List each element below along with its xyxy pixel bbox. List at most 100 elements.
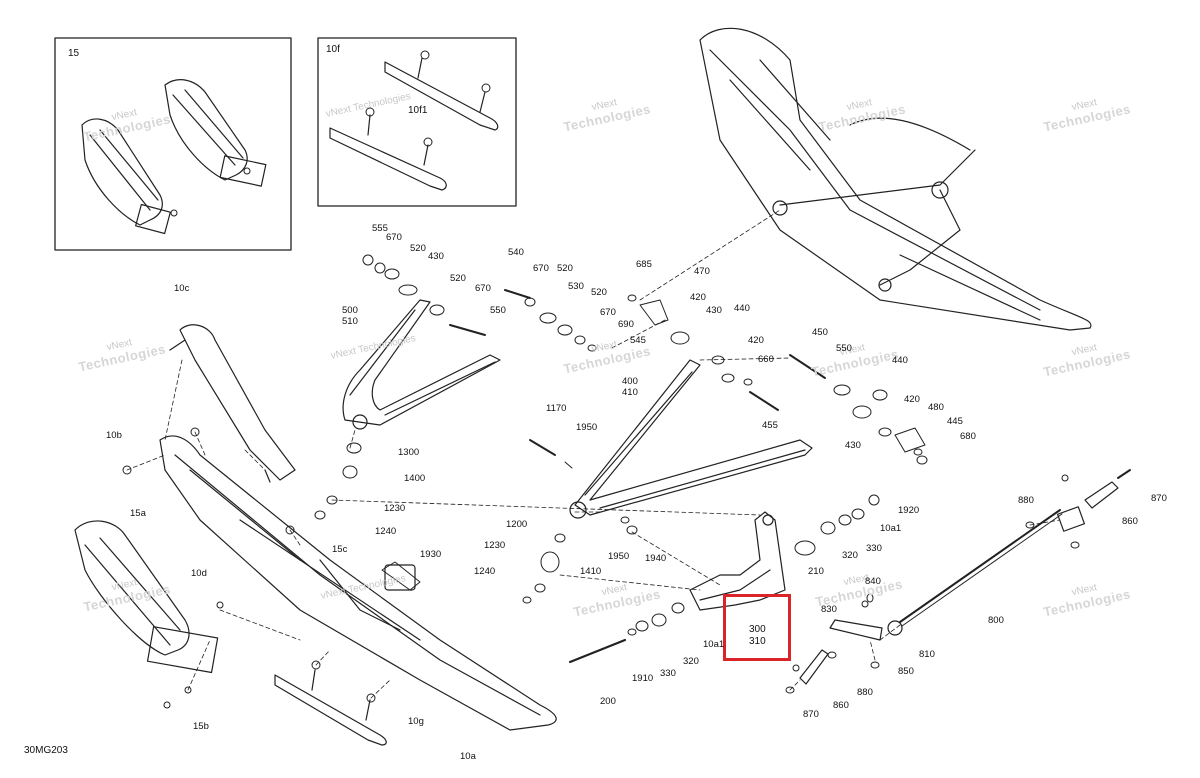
spindle-arm-10c [169, 324, 296, 483]
part-label[interactable]: 555 [372, 223, 388, 234]
part-label[interactable]: 1910 [632, 673, 654, 684]
part-label[interactable]: 680 [960, 431, 976, 442]
part-label[interactable]: 880 [857, 687, 873, 698]
inset-15-label: 15 [68, 48, 80, 59]
part-label[interactable]: 1410 [580, 566, 602, 577]
part-label[interactable]: 420 [748, 335, 764, 346]
part-label-300[interactable]: 300 [749, 624, 766, 635]
part-label[interactable]: 1300 [398, 447, 420, 458]
part-label[interactable]: 1920 [898, 505, 920, 516]
part-label[interactable]: 450 [812, 327, 828, 338]
part-label[interactable]: 320 [842, 550, 858, 561]
part-label[interactable]: 440 [892, 355, 908, 366]
part-label[interactable]: 510 [342, 316, 358, 327]
spindle-bracket-300 [689, 511, 786, 611]
part-label[interactable]: 445 [947, 416, 963, 427]
ski-10a [159, 435, 557, 731]
part-label[interactable]: 670 [386, 232, 402, 243]
part-label[interactable]: 850 [898, 666, 914, 677]
part-label[interactable]: 10b [106, 430, 122, 441]
part-label[interactable]: 520 [557, 263, 573, 274]
ski-guard-15a [74, 520, 219, 674]
part-label[interactable]: 430 [845, 440, 861, 451]
part-label[interactable]: 1950 [576, 422, 598, 433]
part-label[interactable]: 420 [904, 394, 920, 405]
part-label[interactable]: 1230 [484, 540, 506, 551]
part-label-310[interactable]: 310 [749, 636, 766, 647]
part-label[interactable]: 520 [591, 287, 607, 298]
part-label[interactable]: 210 [808, 566, 824, 577]
part-label[interactable]: 430 [706, 305, 722, 316]
part-label[interactable]: 1400 [404, 473, 426, 484]
part-label[interactable]: 470 [694, 266, 710, 277]
part-label[interactable]: 15b [193, 721, 209, 732]
part-label[interactable]: 520 [450, 273, 466, 284]
part-label[interactable]: 10d [191, 568, 207, 579]
part-label[interactable]: 870 [803, 709, 819, 720]
guide-lines [126, 209, 1061, 699]
part-label[interactable]: 1230 [384, 503, 406, 514]
part-label[interactable]: 860 [833, 700, 849, 711]
inset-15-ski-guard-1 [81, 118, 171, 235]
part-label[interactable]: 520 [410, 243, 426, 254]
part-label[interactable]: 550 [490, 305, 506, 316]
highlight-box[interactable] [723, 594, 791, 661]
part-label[interactable]: 10a [460, 751, 476, 762]
lower-a-arm-400 [569, 359, 813, 519]
inset-10f-skag-2 [329, 114, 447, 191]
part-label[interactable]: 690 [618, 319, 634, 330]
part-label[interactable]: 480 [928, 402, 944, 413]
part-label[interactable]: 670 [600, 307, 616, 318]
part-label[interactable]: 550 [836, 343, 852, 354]
inset-10f1-label: 10f1 [408, 105, 428, 116]
part-label[interactable]: 530 [568, 281, 584, 292]
part-label[interactable]: 410 [622, 387, 638, 398]
part-label[interactable]: 15c [332, 544, 348, 555]
stabilizer-bar-800 [887, 509, 1063, 636]
part-label[interactable]: 15a [130, 508, 146, 519]
upper-a-arm-500 [342, 299, 501, 430]
part-label[interactable]: 830 [821, 604, 837, 615]
link-860-upper [1056, 481, 1119, 532]
part-label[interactable]: 10a1 [703, 639, 725, 650]
part-label[interactable]: 670 [475, 283, 491, 294]
inset-10f-label: 10f [326, 44, 340, 55]
part-label[interactable]: 10g [408, 716, 424, 727]
diagram-code: 30MG203 [24, 745, 68, 756]
part-label[interactable]: 880 [1018, 495, 1034, 506]
part-label[interactable]: 685 [636, 259, 652, 270]
part-label[interactable]: 870 [1151, 493, 1167, 504]
part-label[interactable]: 400 [622, 376, 638, 387]
part-label[interactable]: 540 [508, 247, 524, 258]
part-label[interactable]: 455 [762, 420, 778, 431]
part-label[interactable]: 1170 [546, 403, 567, 414]
part-label[interactable]: 1950 [608, 551, 630, 562]
part-label[interactable]: 320 [683, 656, 699, 667]
part-label[interactable]: 330 [866, 543, 882, 554]
part-label[interactable]: 1240 [375, 526, 397, 537]
part-label[interactable]: 545 [630, 335, 646, 346]
inset-15-ski-guard-2 [164, 79, 267, 187]
inset-15-frame [54, 37, 292, 251]
link-860-lower [799, 619, 883, 685]
part-label[interactable]: 200 [600, 696, 616, 707]
part-label[interactable]: 1930 [420, 549, 442, 560]
part-label[interactable]: 810 [919, 649, 935, 660]
part-label[interactable]: 860 [1122, 516, 1138, 527]
part-label[interactable]: 500 [342, 305, 358, 316]
part-label[interactable]: 1940 [645, 553, 667, 564]
part-label[interactable]: 670 [533, 263, 549, 274]
part-label[interactable]: 1240 [474, 566, 496, 577]
part-label[interactable]: 1200 [506, 519, 528, 530]
part-label[interactable]: 840 [865, 576, 881, 587]
part-label[interactable]: 420 [690, 292, 706, 303]
part-label[interactable]: 10c [174, 283, 190, 294]
part-label[interactable]: 660 [758, 354, 774, 365]
part-label[interactable]: 10a1 [880, 523, 902, 534]
inset-10f-skag-1 [384, 57, 499, 131]
part-label[interactable]: 800 [988, 615, 1004, 626]
part-label[interactable]: 440 [734, 303, 750, 314]
part-label[interactable]: 330 [660, 668, 676, 679]
part-label[interactable]: 430 [428, 251, 444, 262]
